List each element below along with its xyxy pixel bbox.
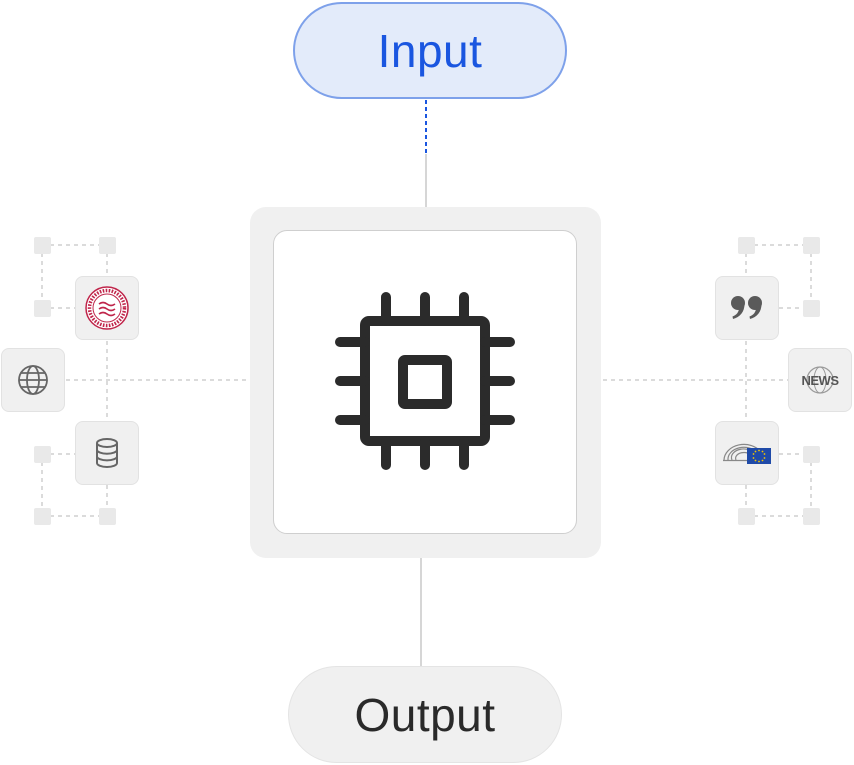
quote-icon xyxy=(731,296,762,319)
grid-square xyxy=(34,237,51,254)
grid-square xyxy=(803,300,820,317)
source-node-quotes xyxy=(715,276,779,340)
grid-square xyxy=(99,237,116,254)
grid-square xyxy=(34,446,51,463)
source-node-news: NEWS xyxy=(788,348,852,412)
cpu-chip-icon xyxy=(335,292,515,470)
grid-square xyxy=(803,446,820,463)
output-node: Output xyxy=(288,666,562,763)
globe-icon xyxy=(18,365,48,395)
grid-square xyxy=(34,508,51,525)
input-label: Input xyxy=(377,24,483,77)
grid-square xyxy=(803,508,820,525)
grid-square xyxy=(803,237,820,254)
input-node: Input xyxy=(293,2,567,99)
news-icon xyxy=(806,366,834,394)
parliament-seal-icon xyxy=(85,286,129,330)
grid-square xyxy=(738,508,755,525)
source-node-database xyxy=(75,421,139,485)
source-node-eu-parliament xyxy=(715,421,779,485)
source-node-parliament xyxy=(75,276,139,340)
source-node-web xyxy=(1,348,65,412)
grid-square xyxy=(738,237,755,254)
european-parliament-icon xyxy=(723,443,771,464)
database-icon xyxy=(96,438,118,469)
grid-square xyxy=(99,508,116,525)
grid-square xyxy=(34,300,51,317)
news-label: NEWS xyxy=(801,372,840,388)
processor-node xyxy=(273,230,577,534)
output-label: Output xyxy=(354,688,496,741)
